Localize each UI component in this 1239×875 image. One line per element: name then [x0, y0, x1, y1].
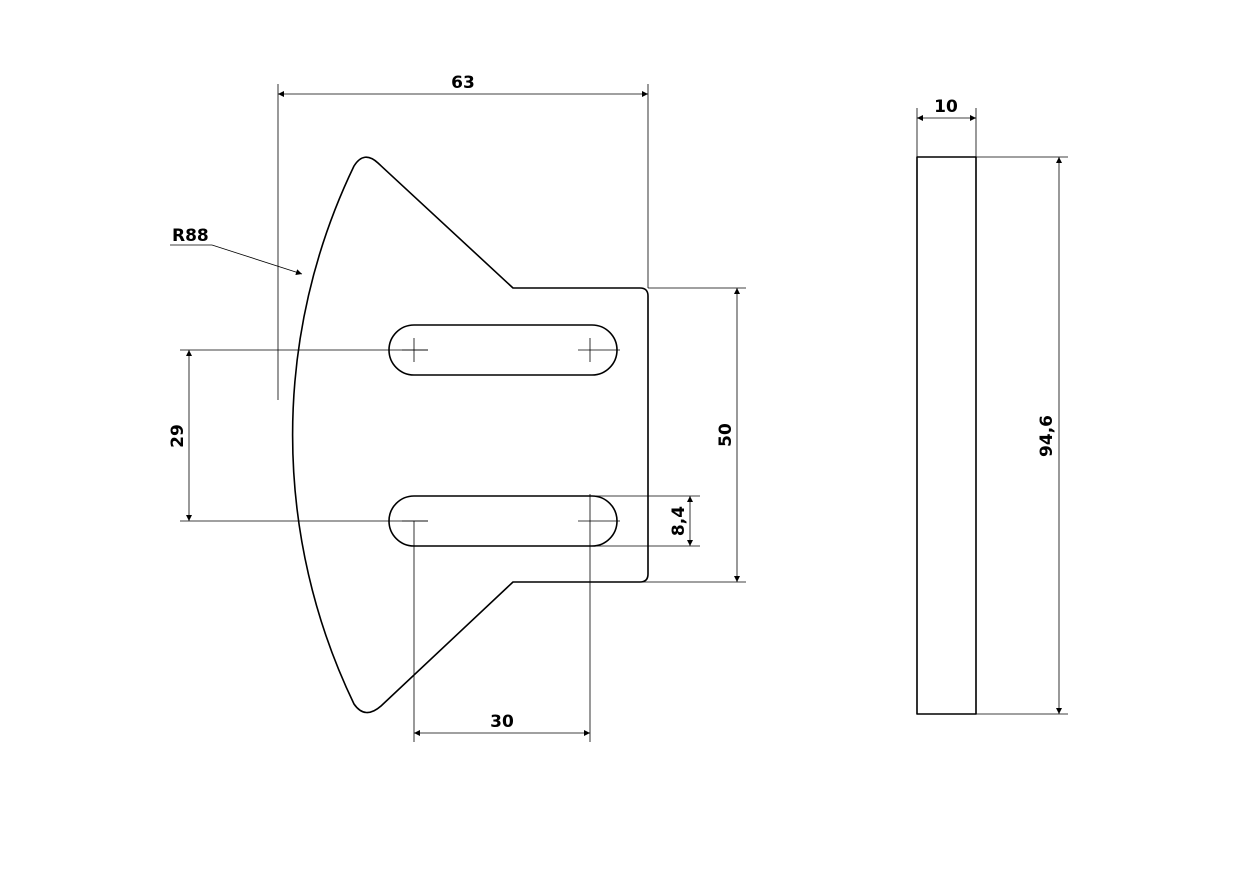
dimension-thickness: 10	[916, 97, 977, 157]
dimension-width-63: 63	[277, 73, 649, 400]
dimension-slot-width: 8,4	[592, 495, 700, 547]
front-view: 63 R88 29 50 8,4	[168, 73, 746, 742]
dimension-height: 50	[640, 287, 746, 583]
slot-spacing-label: 29	[168, 424, 188, 448]
dimension-length: 94,6	[976, 156, 1068, 715]
height-label: 50	[716, 423, 736, 447]
dimension-radius: R88	[170, 226, 303, 276]
slot-width-label: 8,4	[669, 506, 689, 536]
dimension-slot-length: 30	[413, 494, 591, 742]
thickness-label: 10	[934, 97, 958, 117]
width-label: 63	[451, 73, 475, 93]
slot-length-label: 30	[490, 712, 514, 732]
length-label: 94,6	[1037, 415, 1057, 457]
upper-slot	[388, 324, 618, 376]
dimension-slot-spacing: 29	[168, 349, 428, 522]
radius-label: R88	[172, 226, 209, 246]
part-outline	[291, 156, 649, 714]
slot-centerlines	[402, 338, 620, 522]
side-view-outline	[916, 156, 977, 715]
side-view: 10 94,6	[916, 97, 1068, 715]
